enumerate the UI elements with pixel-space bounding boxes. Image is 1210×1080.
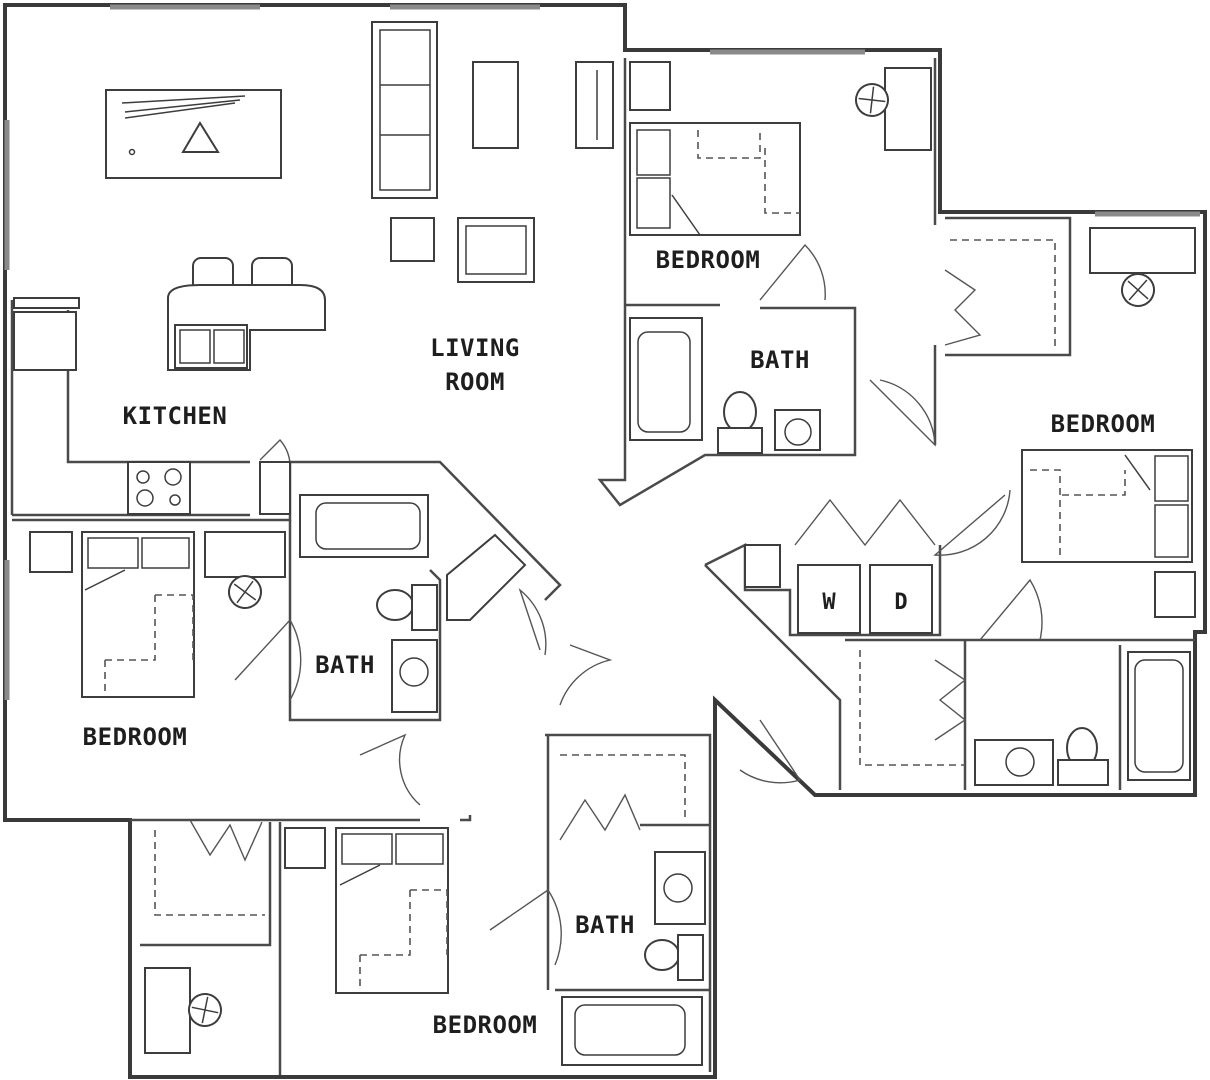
- desk-chair-icon: [1121, 273, 1155, 307]
- right-bedroom: [1021, 227, 1196, 618]
- desk: [884, 67, 932, 151]
- dryer: [869, 564, 933, 634]
- nightstand: [1154, 571, 1196, 618]
- sink-icon: [174, 324, 248, 369]
- kitchen: [13, 89, 326, 515]
- interior-walls: [10, 58, 1195, 1075]
- bedroom-bottom-label: BEDROOM: [433, 1011, 538, 1039]
- desk: [204, 531, 286, 578]
- bed-icon: [629, 122, 801, 236]
- linen-closet: [446, 533, 527, 621]
- desk: [144, 967, 191, 1054]
- right-lower-bath: [974, 651, 1191, 786]
- sofa-icon: [371, 21, 438, 199]
- windows: [4, 4, 1200, 700]
- bedroom-top-label: BEDROOM: [656, 246, 761, 274]
- sink-icon: [391, 639, 438, 713]
- dryer-label: D: [894, 590, 907, 615]
- nightstand: [284, 827, 326, 869]
- washer-label: W: [822, 590, 836, 615]
- sink-icon: [974, 739, 1054, 786]
- bathtub-icon: [629, 317, 703, 441]
- top-bath: [629, 317, 821, 454]
- side-table: [390, 217, 435, 262]
- room-labels: KITCHEN LIVING ROOM BEDROOM BATH BEDROOM…: [83, 246, 1156, 1039]
- laundry: [744, 544, 933, 634]
- desk-chair-icon: [228, 575, 262, 609]
- bottom-bedroom: [144, 827, 449, 1054]
- armchair: [457, 217, 535, 283]
- bedroom-right-label: BEDROOM: [1051, 410, 1156, 438]
- bed-icon: [1021, 449, 1193, 563]
- toilet-icon: [644, 939, 680, 971]
- tv-stand: [575, 61, 614, 149]
- bath-top-label: BATH: [750, 346, 810, 374]
- coffee-table: [472, 61, 519, 149]
- mid-left-bath: [299, 494, 527, 713]
- bath-bottom-label: BATH: [575, 911, 635, 939]
- kitchen-label: KITCHEN: [123, 402, 228, 430]
- washer: [797, 564, 861, 634]
- nightstand: [29, 531, 73, 573]
- desk-chair-icon: [855, 83, 889, 117]
- centerpiece-icon: [181, 121, 220, 153]
- living-room: [371, 21, 614, 283]
- left-bedroom: [29, 531, 286, 698]
- bottom-bath: [561, 851, 706, 1066]
- stove-icon: [127, 461, 191, 515]
- living-room-label-line2: ROOM: [445, 368, 505, 396]
- sink-icon: [654, 851, 706, 925]
- living-room-label-line1: LIVING: [430, 334, 520, 362]
- nightstand: [629, 61, 671, 111]
- bedroom-left-label: BEDROOM: [83, 723, 188, 751]
- sink-icon: [774, 409, 821, 451]
- fridge: [13, 311, 77, 371]
- desk: [1089, 227, 1196, 274]
- bathtub-icon: [299, 494, 429, 558]
- bathtub-icon: [1127, 651, 1191, 781]
- closets: [154, 239, 1056, 916]
- toilet-icon: [376, 589, 414, 621]
- top-bedroom: [629, 61, 932, 236]
- toilet-icon: [723, 391, 757, 433]
- desk-chair-icon: [188, 993, 222, 1027]
- bath-mid-left-label: BATH: [315, 651, 375, 679]
